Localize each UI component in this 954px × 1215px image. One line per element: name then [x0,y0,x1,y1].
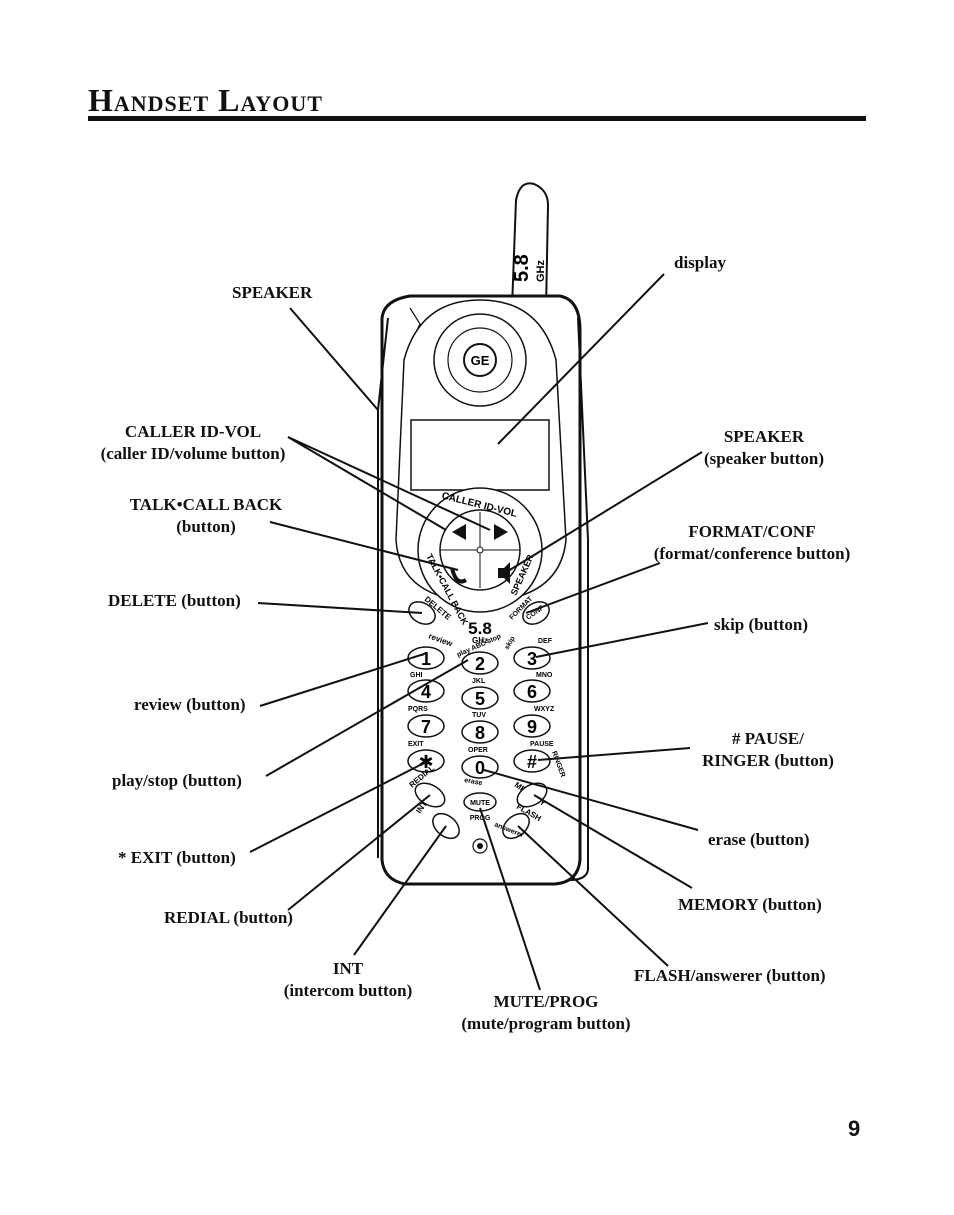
label-erase: erase (button) [708,830,810,849]
talk-icon [450,567,468,584]
key-4[interactable]: 4 [407,679,445,703]
flash-key[interactable] [498,809,534,844]
leader-lines [249,273,709,991]
caller-id-vol-left-icon [452,524,466,540]
band-text: 5.8 [468,619,492,638]
svg-text:3: 3 [527,649,537,669]
svg-text:2: 2 [475,654,485,674]
svg-text:PROG: PROG [470,815,491,822]
band-unit-text: GHz [472,636,488,645]
label-exit: * EXIT (button) [118,848,236,867]
label-play-stop: play/stop (button) [112,771,242,790]
svg-text:OPER: OPER [468,747,488,754]
antenna-band-text: 5.8 [511,254,533,282]
key-9[interactable]: 9 [513,714,551,738]
svg-text:5: 5 [475,689,485,709]
caller-id-vol-right-icon [494,524,508,540]
antenna-unit-text: GHz [535,260,547,283]
key-1[interactable]: 1 [407,646,445,670]
label-speaker-button: SPEAKER(speaker button) [703,427,825,468]
display-window [410,419,550,491]
key-hash[interactable]: # [513,749,551,773]
svg-text:7: 7 [421,717,431,737]
svg-text:TUV: TUV [472,712,486,719]
svg-text:GHI: GHI [410,672,423,679]
svg-text:8: 8 [475,723,485,743]
key-8[interactable]: 8 [461,720,499,744]
svg-text:6: 6 [527,682,537,702]
key-3[interactable]: 3 [513,646,551,670]
label-memory: MEMORY (button) [678,895,822,914]
label-pause-ringer: # PAUSE/RINGER (button) [702,729,834,770]
svg-text:PAUSE: PAUSE [530,741,554,748]
label-caller-id: CALLER ID-VOL(caller ID/volume button) [100,422,286,463]
svg-text:MNO: MNO [536,672,553,679]
key-2[interactable]: 2 [461,651,499,675]
svg-text:PQRS: PQRS [408,706,428,713]
svg-text:JKL: JKL [472,678,486,685]
key-6[interactable]: 6 [513,679,551,703]
label-flash: FLASH/answerer (button) [634,966,826,985]
earpiece-speaker: GE [433,313,527,407]
label-talk-call-back: TALK•CALL BACK(button) [129,495,283,536]
label-int: INT(intercom button) [283,959,413,1000]
svg-text:MUTE: MUTE [470,800,490,807]
label-format-conf: FORMAT/CONF(format/conference button) [653,522,851,563]
svg-text:DEF: DEF [538,638,553,645]
svg-text:WXYZ: WXYZ [534,706,555,713]
ge-logo: GE [471,353,490,368]
key-7[interactable]: 7 [407,714,445,738]
label-speaker-top: SPEAKER [232,283,313,302]
key-0[interactable]: 0 [461,755,499,779]
svg-text:4: 4 [421,682,431,702]
svg-text:#: # [527,752,537,772]
label-skip: skip (button) [714,615,809,634]
label-review: review (button) [134,695,246,714]
svg-text:9: 9 [527,717,537,737]
svg-text:erase: erase [464,777,483,787]
title-rule [88,116,866,121]
svg-text:0: 0 [475,758,485,778]
label-display: display [674,253,726,272]
svg-text:1: 1 [421,649,431,669]
label-delete: DELETE (button) [108,591,241,610]
page-title: Handset Layout [88,82,323,118]
label-mute-prog: MUTE/PROG(mute/program button) [461,992,631,1033]
svg-text:EXIT: EXIT [408,741,424,748]
label-redial: REDIAL (button) [164,908,293,927]
antenna: 5.8 GHz [510,182,550,312]
page-number: 9 [848,1116,861,1141]
key-5[interactable]: 5 [461,686,499,710]
